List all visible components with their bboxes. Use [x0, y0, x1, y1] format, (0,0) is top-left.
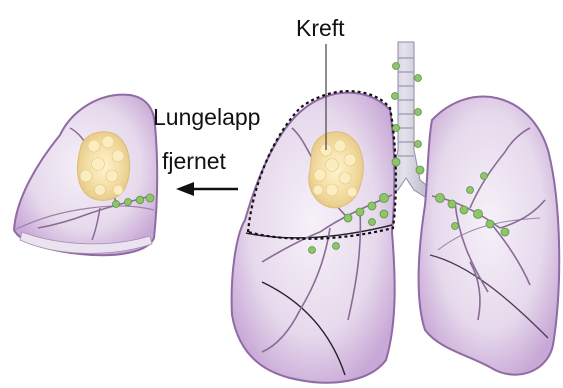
left-lung — [419, 97, 560, 375]
cancer-label: Kreft — [296, 17, 345, 40]
removed-lobe-label-line2: fjernet — [162, 150, 226, 173]
right-lung — [232, 91, 396, 383]
removed-lobe-tumor — [78, 132, 130, 201]
tumor — [309, 132, 363, 208]
removed-lobe-label-line1: Lungelapp — [153, 106, 260, 129]
removed-lobe — [14, 95, 157, 256]
removal-arrow — [176, 182, 238, 196]
